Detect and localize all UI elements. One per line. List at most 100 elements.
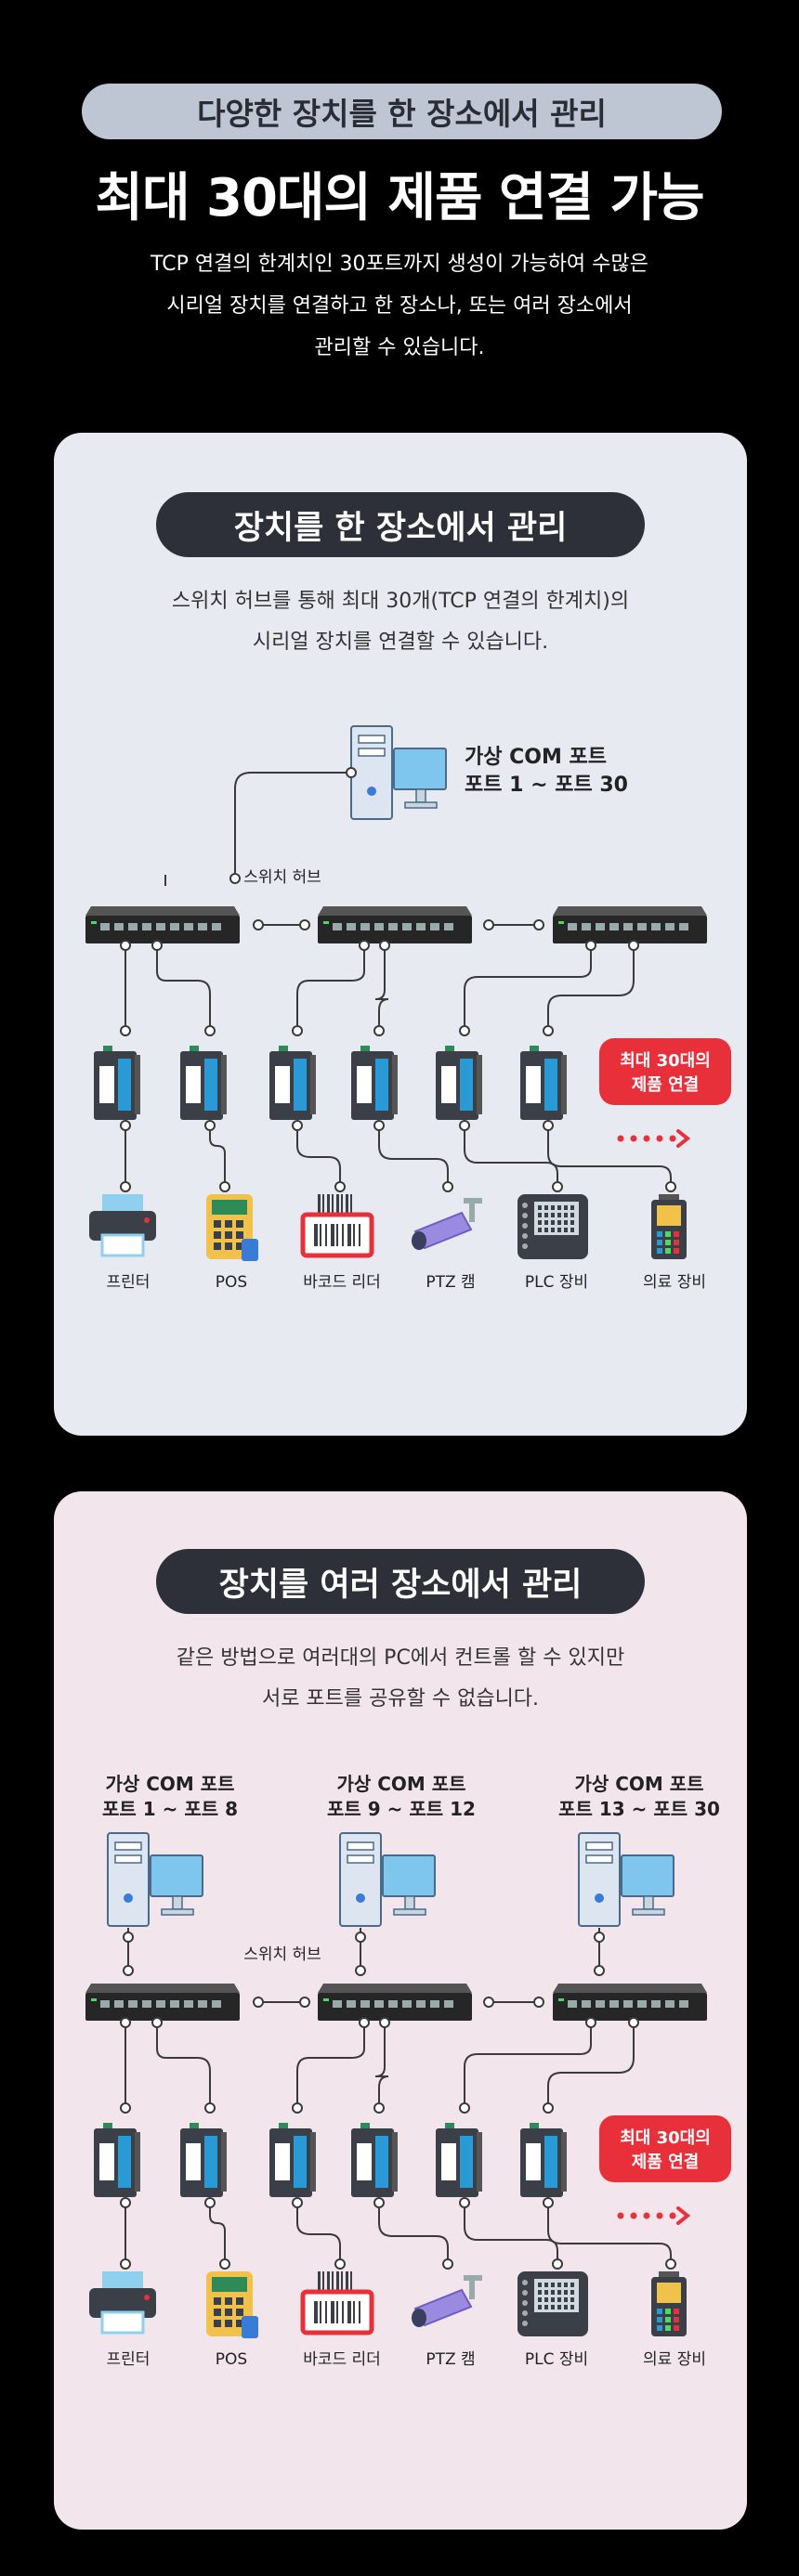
connector-dot <box>543 2197 554 2208</box>
printer-icon <box>89 2271 156 2335</box>
connector-dot <box>292 2102 303 2114</box>
connector-line <box>547 2203 672 2264</box>
arrow-dot <box>630 2212 637 2219</box>
device-label: PLC 장비 <box>525 1273 588 1292</box>
arrow-head <box>676 2206 691 2225</box>
connector-dot <box>359 940 370 951</box>
connector-dot <box>359 2017 370 2028</box>
serial-device-server-icon <box>436 2123 482 2197</box>
connector-dot <box>253 919 264 930</box>
pc-port-label: 포트 9 ~ 포트 12 <box>327 1798 476 1820</box>
serial-device-server-icon <box>269 2123 316 2197</box>
section-tag-text: 다양한 장치를 한 장소에서 관리 <box>197 96 607 132</box>
connector-dot <box>628 2017 639 2028</box>
connector-line <box>209 1125 226 1187</box>
connector-line <box>209 2203 226 2264</box>
pc-port-label: 가상 COM 포트 <box>574 1773 703 1795</box>
serial-device-server-icon <box>351 1046 398 1120</box>
connector-dot <box>355 1965 366 1976</box>
ptz-camera-icon <box>412 1198 482 1250</box>
connector-dot <box>373 1025 385 1036</box>
medical-device-icon <box>651 1194 687 1259</box>
connector-dot <box>292 2197 303 2208</box>
device-label: 프린터 <box>107 1273 151 1292</box>
computer-icon <box>339 1832 436 1927</box>
serial-device-server-icon <box>520 1046 567 1120</box>
connector-dot <box>229 873 241 884</box>
connector-dot <box>204 1025 216 1036</box>
computer-icon <box>107 1832 203 1927</box>
connector-dot <box>459 2197 470 2208</box>
connector-dot <box>204 2102 216 2114</box>
connector-dot <box>123 1965 134 1976</box>
pos-terminal-icon <box>206 2271 258 2338</box>
switch-hub-icon <box>85 1984 240 2021</box>
arrow-head <box>676 1129 691 1148</box>
plc-device-icon <box>517 1194 588 1259</box>
pc-port-label: 가상 COM 포트 <box>336 1773 465 1795</box>
connector-dot <box>253 1997 264 2008</box>
serial-device-server-icon <box>94 1046 140 1120</box>
pc-port-label: 포트 13 ~ 포트 30 <box>558 1798 720 1820</box>
section-tag-pill: 다양한 장치를 한 장소에서 관리 <box>82 84 722 139</box>
single-location-card: 장치를 한 장소에서 관리 스위치 허브를 통해 최대 30개(TCP 연결의 … <box>54 433 747 1436</box>
connector-dot <box>334 1181 346 1192</box>
arrow-dot <box>669 1135 676 1142</box>
badge-text: 최대 30대의 <box>620 1051 711 1071</box>
device-label: 프린터 <box>107 2350 151 2369</box>
connector-line <box>374 945 389 1031</box>
connector-dot <box>585 940 596 951</box>
device-label: PTZ 캠 <box>426 1273 475 1292</box>
page-headline: 최대 30대의 제품 연결 가능 <box>95 168 704 228</box>
intro-paragraph: TCP 연결의 한계치인 30포트까지 생성이 가능하여 수많은 시리얼 장치를… <box>0 243 799 369</box>
desc-line: 같은 방법으로 여러대의 PC에서 컨트롤 할 수 있지만 <box>176 1646 625 1670</box>
badge-text: 최대 30대의 <box>620 2128 711 2148</box>
switch-hub-icon <box>318 1984 472 2021</box>
computer-icon <box>578 1832 675 1927</box>
connector-dot <box>552 2258 563 2270</box>
connector-line <box>464 2023 592 2108</box>
card-title-single: 장치를 한 장소에서 관리 <box>156 492 645 557</box>
arrow-dot <box>617 2212 624 2219</box>
connector-dot <box>665 1181 676 1192</box>
desc-line: 서로 포트를 공유할 수 없습니다. <box>261 1687 540 1711</box>
badge-bg <box>599 2115 731 2182</box>
desc-line: 시리얼 장치를 연결할 수 있습니다. <box>252 631 549 654</box>
connector-line <box>374 2023 389 2108</box>
connector-dot <box>594 1932 605 1943</box>
arrow-dot <box>617 1135 624 1142</box>
connector-dot <box>204 2197 216 2208</box>
connector-dot <box>442 2258 453 2270</box>
connector-dot <box>120 1181 131 1192</box>
connector-line <box>296 1125 341 1187</box>
multi-location-card: 장치를 여러 장소에서 관리 같은 방법으로 여러대의 PC에서 컨트롤 할 수… <box>54 1491 747 2530</box>
connector-dot <box>299 919 310 930</box>
arrow-dot <box>643 1135 650 1142</box>
connector-line <box>296 945 365 1031</box>
arrow-dot <box>630 1135 637 1142</box>
serial-device-server-icon <box>269 1046 316 1120</box>
barcode-reader-icon <box>300 2271 374 2335</box>
device-label: POS <box>216 2350 247 2369</box>
connector-dot <box>355 1932 366 1943</box>
arrow-dot <box>656 1135 663 1142</box>
connector-dot <box>219 2258 230 2270</box>
connector-dot <box>533 919 544 930</box>
connector-line <box>464 2203 558 2264</box>
intro-line: 시리얼 장치를 연결하고 한 장소나, 또는 여러 장소에서 <box>166 294 633 318</box>
connector-dot <box>483 1997 494 2008</box>
connector-dot <box>299 1997 310 2008</box>
device-label: PTZ 캠 <box>426 2350 475 2369</box>
switch-hub-icon <box>85 906 240 943</box>
connector-dot <box>459 1025 470 1036</box>
connector-dot <box>379 940 390 951</box>
connector-dot <box>594 1965 605 1976</box>
connector-dot <box>552 1181 563 1192</box>
device-label: 의료 장비 <box>643 1273 706 1292</box>
printer-icon <box>89 1194 156 1257</box>
connector-dot <box>151 2017 163 2028</box>
arrow-dot <box>643 2212 650 2219</box>
connector-line <box>547 945 635 1031</box>
